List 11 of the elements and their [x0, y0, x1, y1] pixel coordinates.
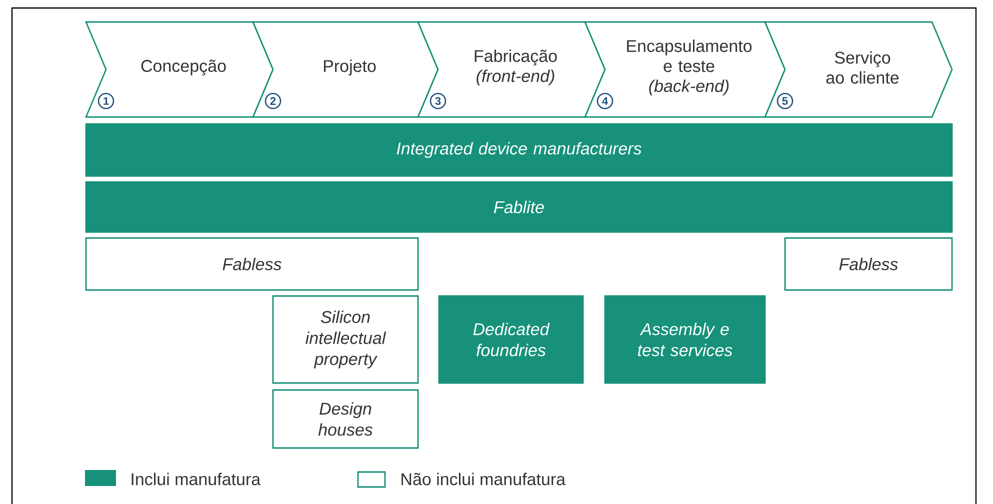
outlined-box: Design houses: [272, 389, 419, 449]
filled-box: Dedicated foundries: [438, 295, 584, 384]
step-number: 1: [98, 92, 114, 110]
filled-box: Integrated device manufacturers: [85, 123, 953, 177]
legend-text: Inclui manufatura: [132, 472, 261, 486]
outlined-box: Silicon intellectual property: [272, 295, 419, 384]
legend-text: Não inclui manufatura: [402, 472, 566, 486]
outlined-box: Fabless: [784, 237, 953, 291]
filled-box: Fablite: [85, 181, 953, 233]
outlined-box: Fabless: [85, 237, 419, 291]
filled-box: Assembly e test services: [604, 295, 766, 384]
